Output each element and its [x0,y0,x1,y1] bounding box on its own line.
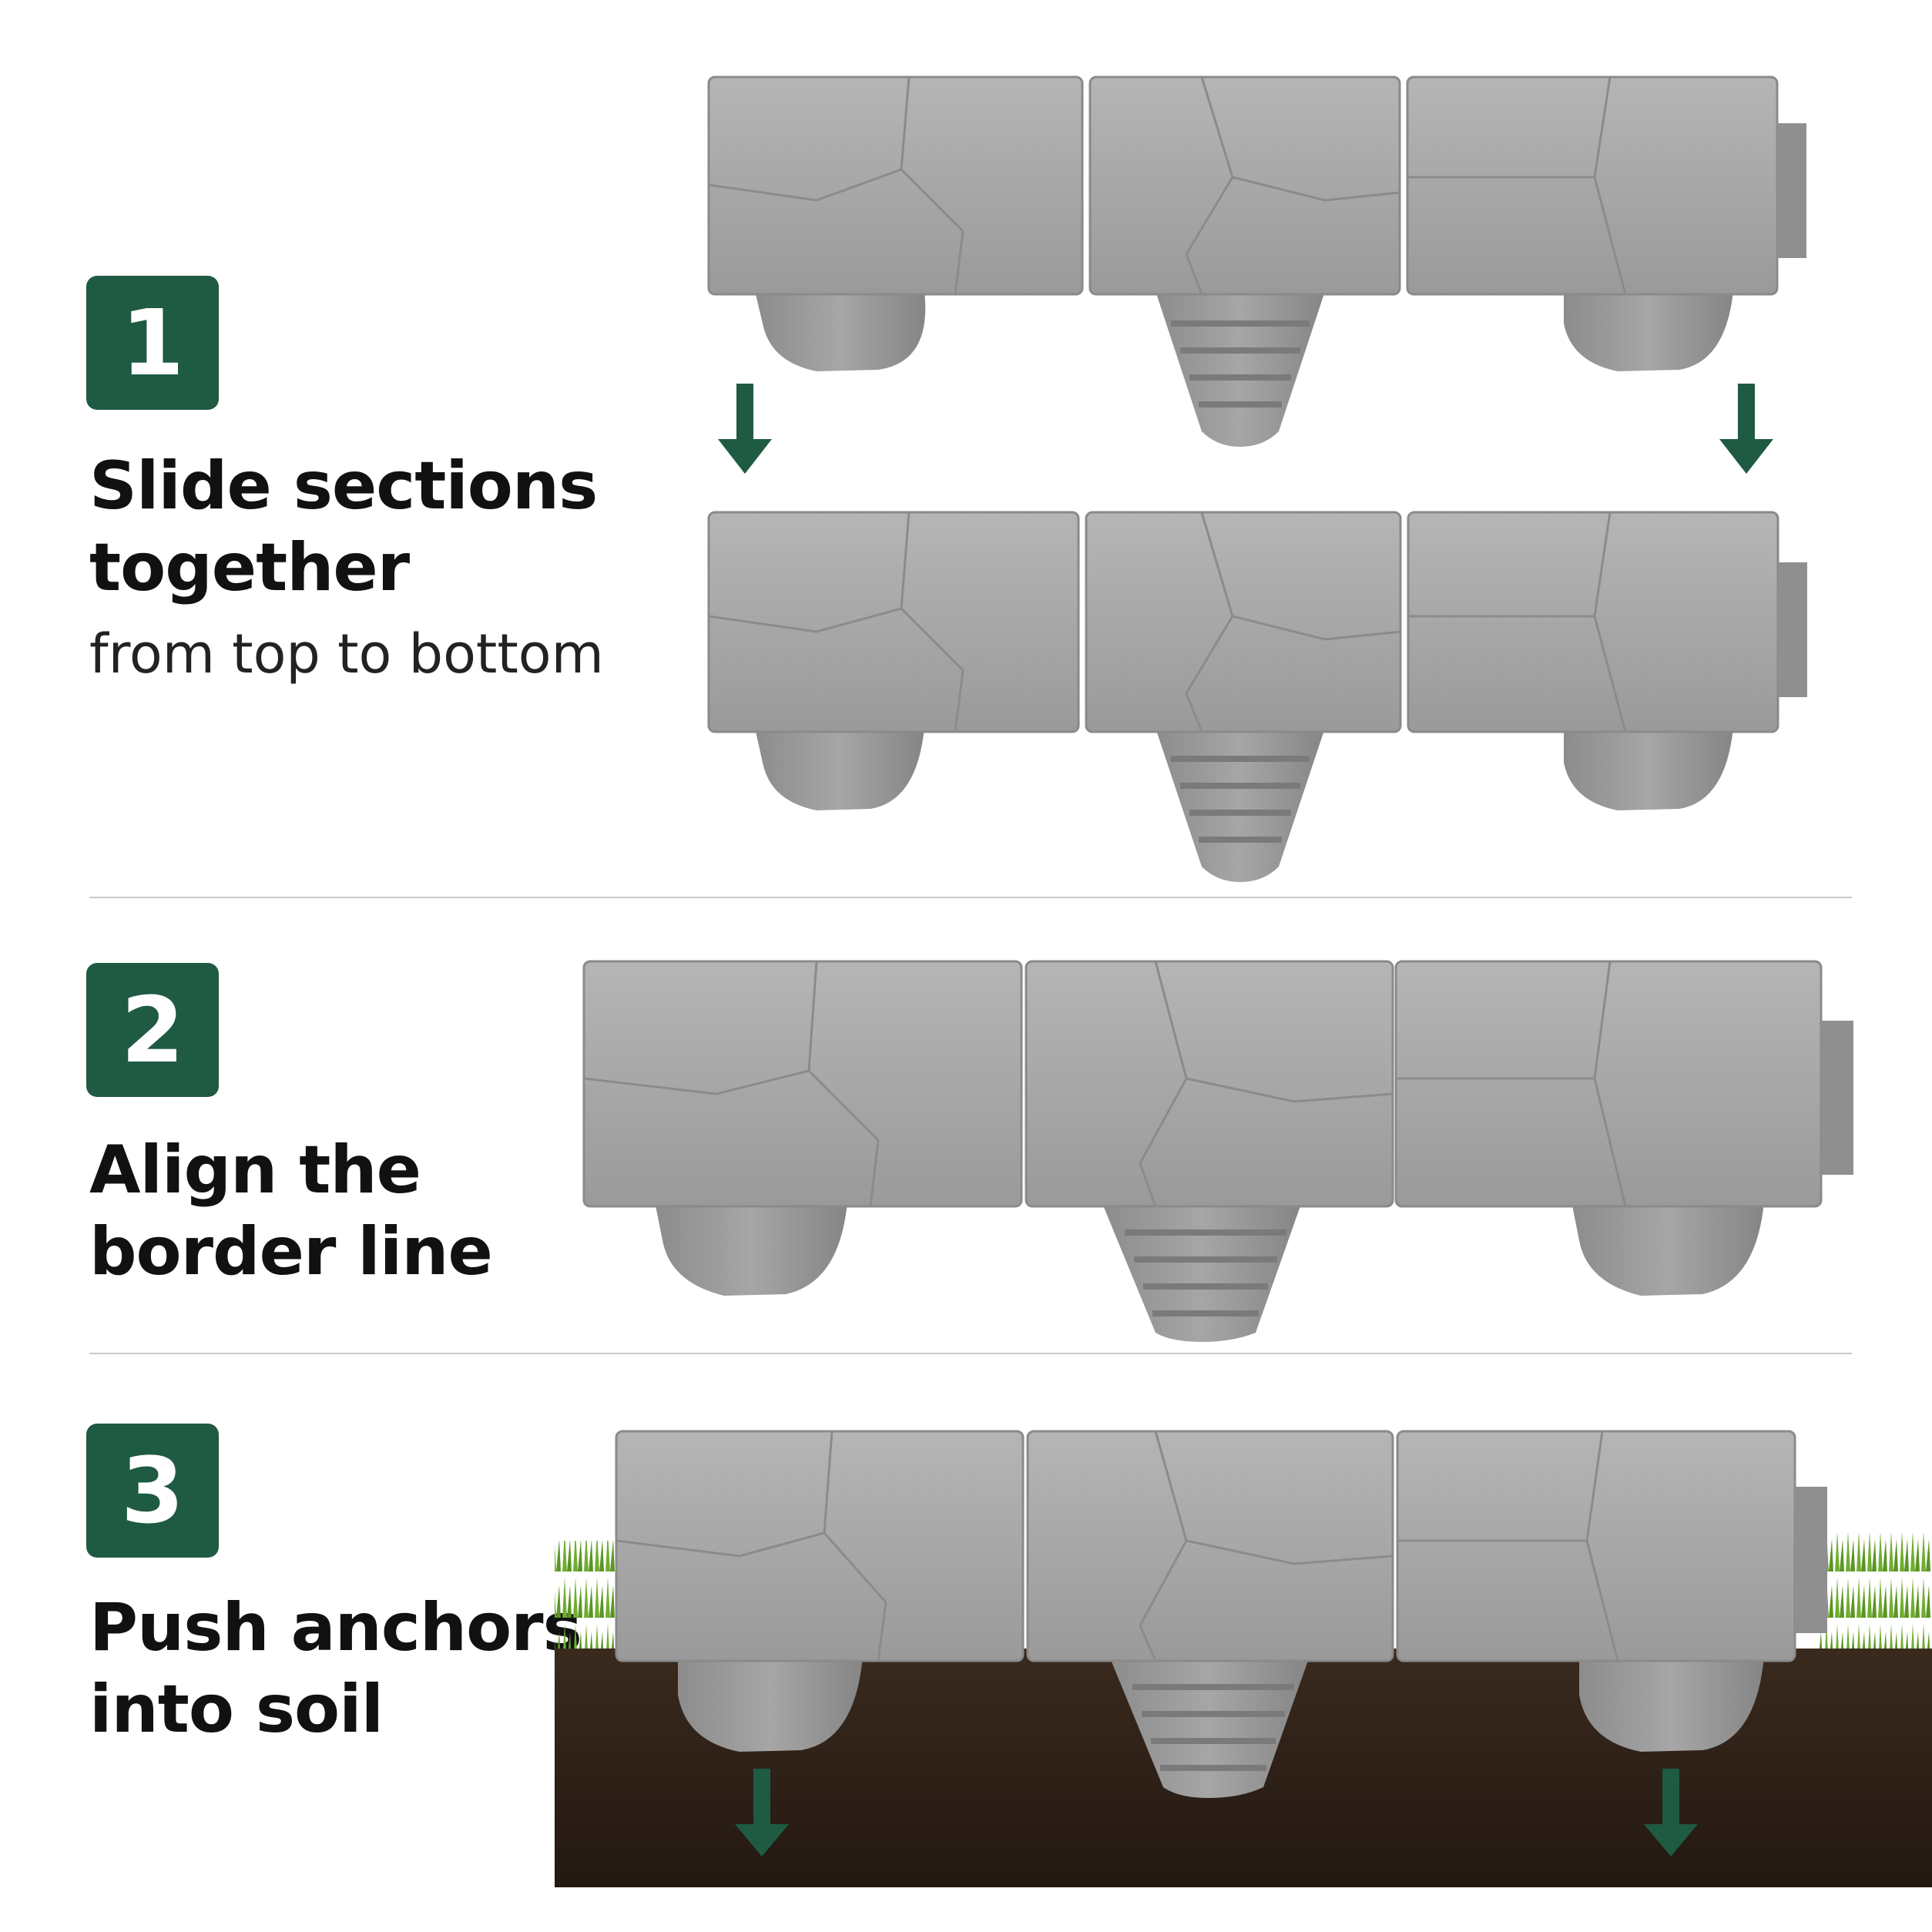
step-1-subtitle: from top to bottom [89,622,604,686]
border-assembly-top [707,75,1806,447]
step-2-badge: 2 [86,963,219,1097]
grass-right [1818,1533,1932,1649]
step-2-title-line-2: border line [89,1213,493,1290]
stone-panel [1406,75,1779,296]
step-1-title-line-2: together [89,529,410,606]
section-divider-1 [89,897,1852,898]
stone-panel [1088,75,1401,296]
arrow-down-icon [1719,384,1773,474]
section-divider-2 [89,1353,1852,1354]
side-anchor-right [1564,291,1733,371]
border-installed-in-soil [555,1430,1932,1887]
side-anchor-left [755,291,926,371]
border-assembly-aligned [582,960,1853,1342]
step-1-title: Slide sections together [89,445,598,609]
step-3-title: Push anchors into soil [89,1587,582,1750]
connector-tab [1777,123,1806,258]
grass-left [555,1541,624,1649]
arrow-down-icon [718,384,772,474]
stone-panel [707,75,1084,296]
step-2-title: Align the border line [89,1129,493,1293]
border-assembly-bottom [707,511,1807,882]
arrow-down-icon [1644,1769,1698,1857]
step-2-title-line-1: Align the [89,1132,421,1209]
step-1-title-line-1: Slide sections [89,448,598,525]
step-1-badge: 1 [86,276,219,410]
step-3-title-line-1: Push anchors [89,1589,582,1666]
arrow-down-icon [735,1769,789,1857]
center-anchor [1156,291,1325,447]
step-3-title-line-2: into soil [89,1671,384,1748]
step-3-badge: 3 [86,1424,219,1558]
